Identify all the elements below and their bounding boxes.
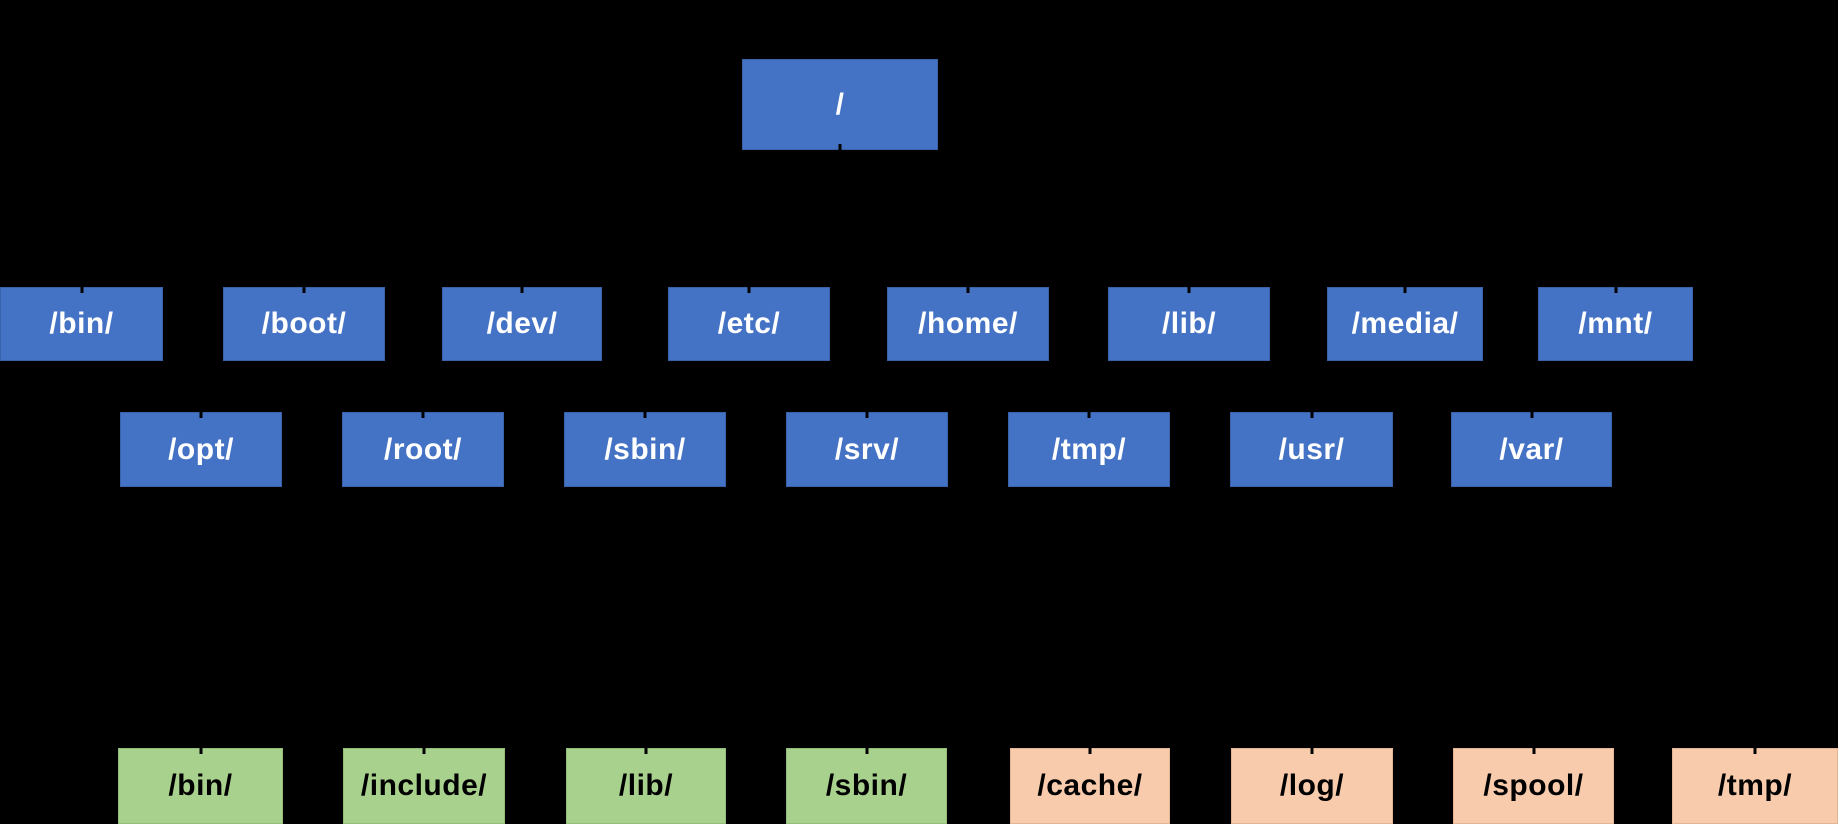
node-row1-bin: /bin/ xyxy=(0,287,163,361)
connector-stub xyxy=(1088,748,1092,754)
node-label: /boot/ xyxy=(261,307,347,340)
node-label: /srv/ xyxy=(834,432,900,466)
node-row1-boot: /boot/ xyxy=(223,287,385,361)
node-label: /sbin/ xyxy=(604,432,686,466)
node-var-child-tmp: /tmp/ xyxy=(1672,748,1838,824)
connector-stub xyxy=(1403,287,1407,293)
node-label: /etc/ xyxy=(717,307,781,340)
node-label: /lib/ xyxy=(618,769,674,802)
connector-stub xyxy=(1310,748,1314,754)
connector-stub xyxy=(422,748,426,754)
connector-stub xyxy=(421,412,425,418)
connector-stub xyxy=(1753,748,1757,754)
connector-stub xyxy=(1310,412,1313,418)
connector-stub xyxy=(1530,412,1533,418)
node-label: /bin/ xyxy=(168,769,233,802)
node-label: /sbin/ xyxy=(825,769,908,802)
node-label: / xyxy=(835,87,845,121)
node-label: /tmp/ xyxy=(1717,769,1793,802)
node-label: /spool/ xyxy=(1483,769,1584,802)
connector-stub xyxy=(1187,287,1191,293)
connector-stub xyxy=(1087,412,1091,418)
node-label: /bin/ xyxy=(49,307,114,340)
node-var-child-spool: /spool/ xyxy=(1453,748,1614,824)
node-label: /root/ xyxy=(384,432,462,466)
node-row2-sbin: /sbin/ xyxy=(564,412,726,487)
node-row1-media: /media/ xyxy=(1327,287,1483,361)
node-usr-child-sbin: /sbin/ xyxy=(786,748,947,824)
connector-stub xyxy=(747,287,751,293)
node-var-child-cache: /cache/ xyxy=(1010,748,1170,824)
node-label: /log/ xyxy=(1279,769,1345,802)
node-label: /usr/ xyxy=(1278,432,1345,466)
node-row2-tmp: /tmp/ xyxy=(1008,412,1170,487)
node-label: /mnt/ xyxy=(1578,307,1653,340)
node-label: /home/ xyxy=(918,307,1018,340)
connector-stub xyxy=(1614,287,1617,293)
connector-stub xyxy=(199,412,203,418)
node-row2-usr: /usr/ xyxy=(1230,412,1393,487)
connector-stub xyxy=(520,287,524,293)
node-root-root: / xyxy=(742,59,938,150)
connector-stub xyxy=(199,748,202,754)
connector-stub xyxy=(644,748,648,754)
node-label: /dev/ xyxy=(486,307,558,340)
node-usr-child-bin: /bin/ xyxy=(118,748,283,824)
node-label: /include/ xyxy=(360,769,488,802)
node-usr-child-lib: /lib/ xyxy=(566,748,726,824)
node-row2-srv: /srv/ xyxy=(786,412,948,487)
node-var-child-log: /log/ xyxy=(1231,748,1393,824)
connector-stub xyxy=(302,287,306,293)
node-row1-home: /home/ xyxy=(887,287,1049,361)
node-label: /lib/ xyxy=(1161,307,1217,340)
node-row1-etc: /etc/ xyxy=(668,287,830,361)
node-label: /media/ xyxy=(1351,307,1459,340)
node-label: /tmp/ xyxy=(1051,432,1127,466)
connector-stub xyxy=(80,287,83,293)
node-row1-mnt: /mnt/ xyxy=(1538,287,1693,361)
node-label: /opt/ xyxy=(168,432,234,466)
node-label: /cache/ xyxy=(1037,769,1143,802)
node-label: /var/ xyxy=(1499,432,1564,466)
connector-stub xyxy=(865,748,868,754)
node-row2-var: /var/ xyxy=(1451,412,1612,487)
node-row1-dev: /dev/ xyxy=(442,287,602,361)
connector-stub xyxy=(865,412,869,418)
connector-stub xyxy=(1532,748,1535,754)
connector-stub xyxy=(838,144,842,150)
node-row2-opt: /opt/ xyxy=(120,412,282,487)
node-row2-root: /root/ xyxy=(342,412,504,487)
node-usr-child-include: /include/ xyxy=(343,748,505,824)
node-row1-lib: /lib/ xyxy=(1108,287,1270,361)
connector-stub xyxy=(643,412,647,418)
connector-stub xyxy=(966,287,970,293)
